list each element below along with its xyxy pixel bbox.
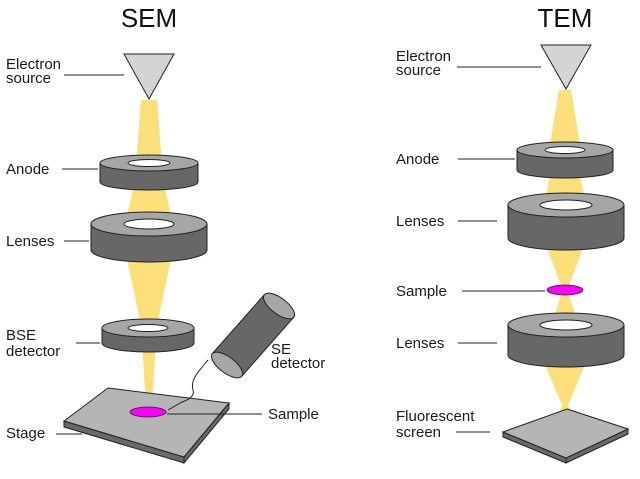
se-detector-cable xyxy=(167,359,209,411)
tem-lenses-lower xyxy=(507,312,625,368)
tem-label-screen-1: Fluorescent xyxy=(396,408,475,425)
sem-label-bse-2: detector xyxy=(6,343,60,360)
tem-diagram: TEM xyxy=(396,3,630,464)
tem-label-electron-source-2: source xyxy=(396,62,441,79)
sem-label-sample: Sample xyxy=(268,406,319,423)
tem-fluorescent-screen xyxy=(501,408,630,464)
tem-title: TEM xyxy=(538,3,593,33)
sem-electron-source xyxy=(123,53,175,101)
sem-anode xyxy=(99,154,199,191)
tem-sample xyxy=(546,284,584,296)
sem-label-se-1: SE xyxy=(271,341,291,358)
sem-label-electron-source-1: Electron xyxy=(6,56,61,73)
sem-stage xyxy=(62,387,230,465)
sem-label-bse-1: BSE xyxy=(6,327,36,344)
tem-label-anode: Anode xyxy=(396,151,439,168)
sem-lenses xyxy=(90,211,208,263)
sem-diagram: SEM xyxy=(6,3,325,465)
tem-electron-source xyxy=(540,44,592,91)
tem-label-sample: Sample xyxy=(396,283,447,300)
sem-label-stage: Stage xyxy=(6,425,45,442)
tem-anode xyxy=(516,141,614,179)
tem-labels: Electron source Anode Lenses Sample Lens… xyxy=(396,48,545,441)
sem-label-anode: Anode xyxy=(6,161,49,178)
tem-label-screen-2: screen xyxy=(396,424,441,441)
sem-bse-detector xyxy=(101,318,195,353)
tem-electron-beam xyxy=(544,90,586,432)
sem-labels: Electron source Anode Lenses BSE detecto… xyxy=(6,56,325,442)
sem-label-lenses: Lenses xyxy=(6,233,54,250)
tem-label-electron-source-1: Electron xyxy=(396,48,451,65)
sem-label-se-2: detector xyxy=(271,355,325,372)
sem-label-electron-source-2: source xyxy=(6,70,51,87)
sem-se-detector xyxy=(167,292,296,411)
tem-lenses-upper xyxy=(507,192,625,251)
sem-sample xyxy=(129,406,167,418)
sem-title: SEM xyxy=(121,3,177,33)
tem-label-lenses-lower: Lenses xyxy=(396,335,444,352)
tem-label-lenses-upper: Lenses xyxy=(396,213,444,230)
